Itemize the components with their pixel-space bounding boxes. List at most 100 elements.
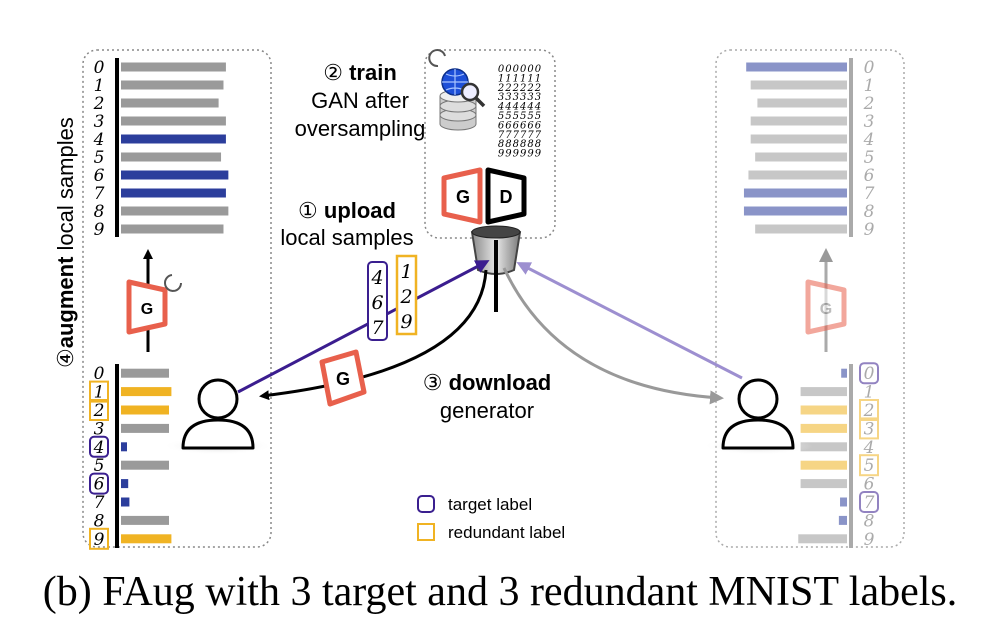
- digit-label: 5: [94, 456, 105, 476]
- svg-text:G: G: [336, 369, 350, 389]
- digit-label: 9: [864, 530, 875, 550]
- svg-text:① upload: ① upload: [298, 198, 396, 223]
- digit-label: 8: [94, 202, 105, 222]
- generator-label: G: [141, 301, 153, 318]
- right-generator-icon: G: [805, 279, 847, 335]
- digit-label: 1: [864, 383, 875, 403]
- right-client-panel: [715, 49, 905, 548]
- digit-label: 6: [94, 166, 105, 186]
- right-download-arrow: [502, 267, 724, 405]
- globe-search-icon: [441, 68, 486, 108]
- bar-digit-5: [121, 152, 222, 162]
- augment-step-label: ④augment local samples: [53, 117, 78, 368]
- bar-digit-0: [841, 368, 847, 378]
- redundant-label-box: [859, 454, 879, 477]
- server-generator-icon: G: [441, 167, 483, 225]
- digit-label: 4: [863, 438, 875, 458]
- bar-digit-6: [121, 479, 129, 489]
- bar-digit-5: [755, 152, 847, 162]
- redundant-label-box: [89, 527, 109, 550]
- bar-digit-1: [121, 80, 224, 90]
- svg-text:G: G: [456, 187, 470, 207]
- target-label-box: [859, 362, 879, 385]
- bar-digit-0: [746, 62, 847, 72]
- legend: target label redundant label: [417, 495, 565, 542]
- digit-label: 3: [864, 112, 875, 132]
- bar-digit-6: [800, 479, 847, 489]
- bar-digit-4: [121, 134, 226, 144]
- digit-label: 0: [864, 364, 875, 384]
- digit-label: 0: [864, 58, 875, 78]
- digit-label: 2: [863, 94, 875, 114]
- digit-label: 3: [864, 419, 875, 439]
- bar-digit-8: [743, 206, 847, 216]
- digit-label: 4: [93, 130, 105, 150]
- download-arrow: [259, 269, 488, 401]
- svg-text:GAN after: GAN after: [311, 88, 409, 113]
- svg-text:③ download: ③ download: [423, 370, 552, 395]
- digit-label: 2: [93, 94, 105, 114]
- legend-redundant-label: redundant label: [448, 523, 565, 542]
- uploaded-digit: 4: [370, 267, 383, 289]
- bar-digit-1: [121, 387, 172, 397]
- digit-label: 6: [864, 475, 875, 495]
- uploaded-digit: 1: [400, 261, 412, 283]
- digit-label: 8: [864, 202, 875, 222]
- digit-label: 5: [94, 148, 105, 168]
- legend-redundant-swatch: [417, 523, 435, 541]
- mnist-row: 000000: [498, 64, 542, 75]
- left-user-icon: [163, 378, 273, 455]
- legend-target-swatch: [417, 495, 435, 513]
- left-refresh-icon: [164, 274, 182, 292]
- digit-label: 8: [864, 511, 875, 531]
- uploaded-digit: 7: [371, 317, 384, 339]
- bar-digit-3: [750, 116, 847, 126]
- redundant-label-box: [89, 399, 109, 421]
- uploaded-digit: 9: [400, 311, 412, 333]
- target-label-box: [859, 491, 879, 513]
- digit-label: 7: [864, 184, 875, 204]
- digit-label: 4: [863, 130, 875, 150]
- target-label-box: [89, 472, 109, 495]
- digit-label: 3: [94, 112, 105, 132]
- upload-arrow: [237, 260, 490, 394]
- bar-digit-6: [748, 170, 847, 180]
- svg-text:oversampling: oversampling: [295, 116, 426, 141]
- bar-digit-3: [121, 116, 226, 126]
- svg-text:G: G: [820, 301, 832, 318]
- bar-digit-9: [121, 534, 172, 544]
- digit-label: 6: [94, 475, 105, 495]
- mnist-row: 666666: [498, 120, 542, 131]
- download-step-label: ③ download generator: [423, 370, 552, 423]
- uploaded-digit: 6: [371, 292, 383, 314]
- bar-digit-9: [755, 224, 847, 234]
- mnist-row: 333333: [498, 92, 542, 103]
- target-label-box: [89, 435, 109, 458]
- right-upload-arrow: [516, 262, 743, 380]
- bar-digit-7: [121, 188, 226, 198]
- digit-label: 8: [94, 511, 105, 531]
- digit-label: 0: [94, 364, 105, 384]
- bar-digit-8: [838, 515, 847, 525]
- bar-digit-3: [800, 423, 847, 433]
- digit-label: 9: [864, 220, 875, 240]
- bar-digit-7: [121, 497, 130, 507]
- bar-digit-1: [800, 387, 847, 397]
- train-refresh-icon: [428, 49, 446, 68]
- mnist-row: 111111: [498, 73, 542, 84]
- figure-caption: (b) FAug with 3 target and 3 redundant M…: [42, 569, 958, 615]
- digit-label: 5: [864, 148, 875, 168]
- digit-label: 7: [864, 493, 875, 513]
- bar-digit-0: [121, 368, 169, 378]
- legend-target-label: target label: [448, 495, 532, 514]
- digit-label: 6: [864, 166, 875, 186]
- bar-digit-9: [798, 534, 847, 544]
- upload-redundant-box: 129: [395, 254, 418, 336]
- bar-digit-7: [743, 188, 847, 198]
- upload-target-box: 4 6 7: [367, 261, 388, 341]
- redundant-label-box: [859, 399, 879, 421]
- bar-digit-4: [800, 442, 847, 452]
